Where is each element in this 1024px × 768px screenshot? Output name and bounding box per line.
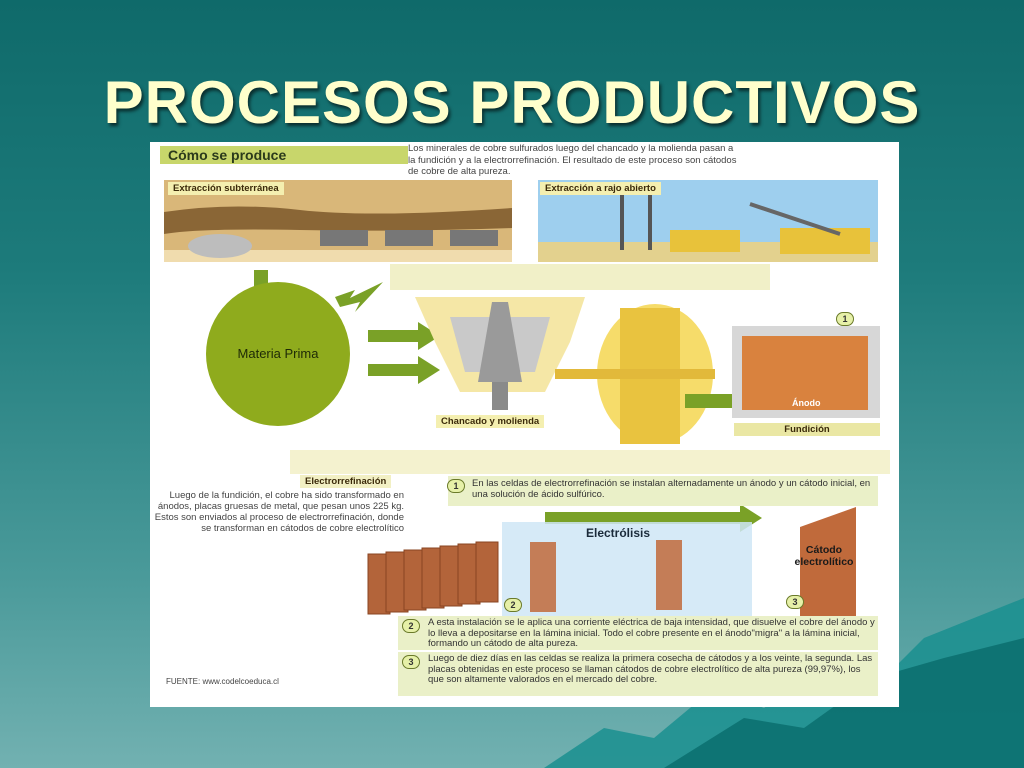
step-number-1-top: 1 xyxy=(836,312,854,326)
label-catodo: Cátodo electrolítico xyxy=(770,544,878,568)
label-materia-prima: Materia Prima xyxy=(237,346,319,361)
label-electrorrefinacion: Electrorrefinación xyxy=(300,475,392,488)
electrorrefinacion-text: Luego de la fundición, el cobre ha sido … xyxy=(154,490,404,534)
step-1-number: 1 xyxy=(447,479,465,493)
step-2-number: 2 xyxy=(402,619,420,633)
infographic-panel: Cómo se produce Los minerales de cobre s… xyxy=(150,142,899,707)
step-number-3-image: 3 xyxy=(786,595,804,609)
label-anodo: Ánodo xyxy=(792,398,821,408)
step-1-note: 1 En las celdas de electrorrefinación se… xyxy=(447,476,878,506)
catodo-line-2: electrolítico xyxy=(794,556,854,568)
label-extraccion-rajo: Extracción a rajo abierto xyxy=(540,182,661,195)
step-2-text: A esta instalación se le aplica una corr… xyxy=(428,617,875,649)
intro-text: Los minerales de cobre sulfurados luego … xyxy=(408,143,737,177)
step-3-note: 3 Luego de diez días en las celdas se re… xyxy=(398,652,878,696)
step-3-text: Luego de diez días en las celdas se real… xyxy=(428,653,873,685)
step-number-2-image: 2 xyxy=(504,598,522,612)
source-credit: FUENTE: www.codelcoeduca.cl xyxy=(166,677,279,686)
catodo-line-1: Cátodo xyxy=(805,544,843,556)
infographic-drawing xyxy=(164,180,890,640)
step-3-number: 3 xyxy=(402,655,420,669)
label-fundicion: Fundición xyxy=(734,423,880,436)
label-extraccion-subterranea: Extracción subterránea xyxy=(168,182,284,195)
step-1-text: En las celdas de electrorrefinación se i… xyxy=(472,478,871,500)
label-electrolisis: Electrólisis xyxy=(586,526,651,540)
slide-title: PROCESOS PRODUCTIVOS xyxy=(103,69,921,136)
label-chancado: Chancado y molienda xyxy=(436,415,545,428)
step-2-note: 2 A esta instalación se le aplica una co… xyxy=(398,616,878,650)
header-como-se-produce: Cómo se produce xyxy=(160,146,408,164)
